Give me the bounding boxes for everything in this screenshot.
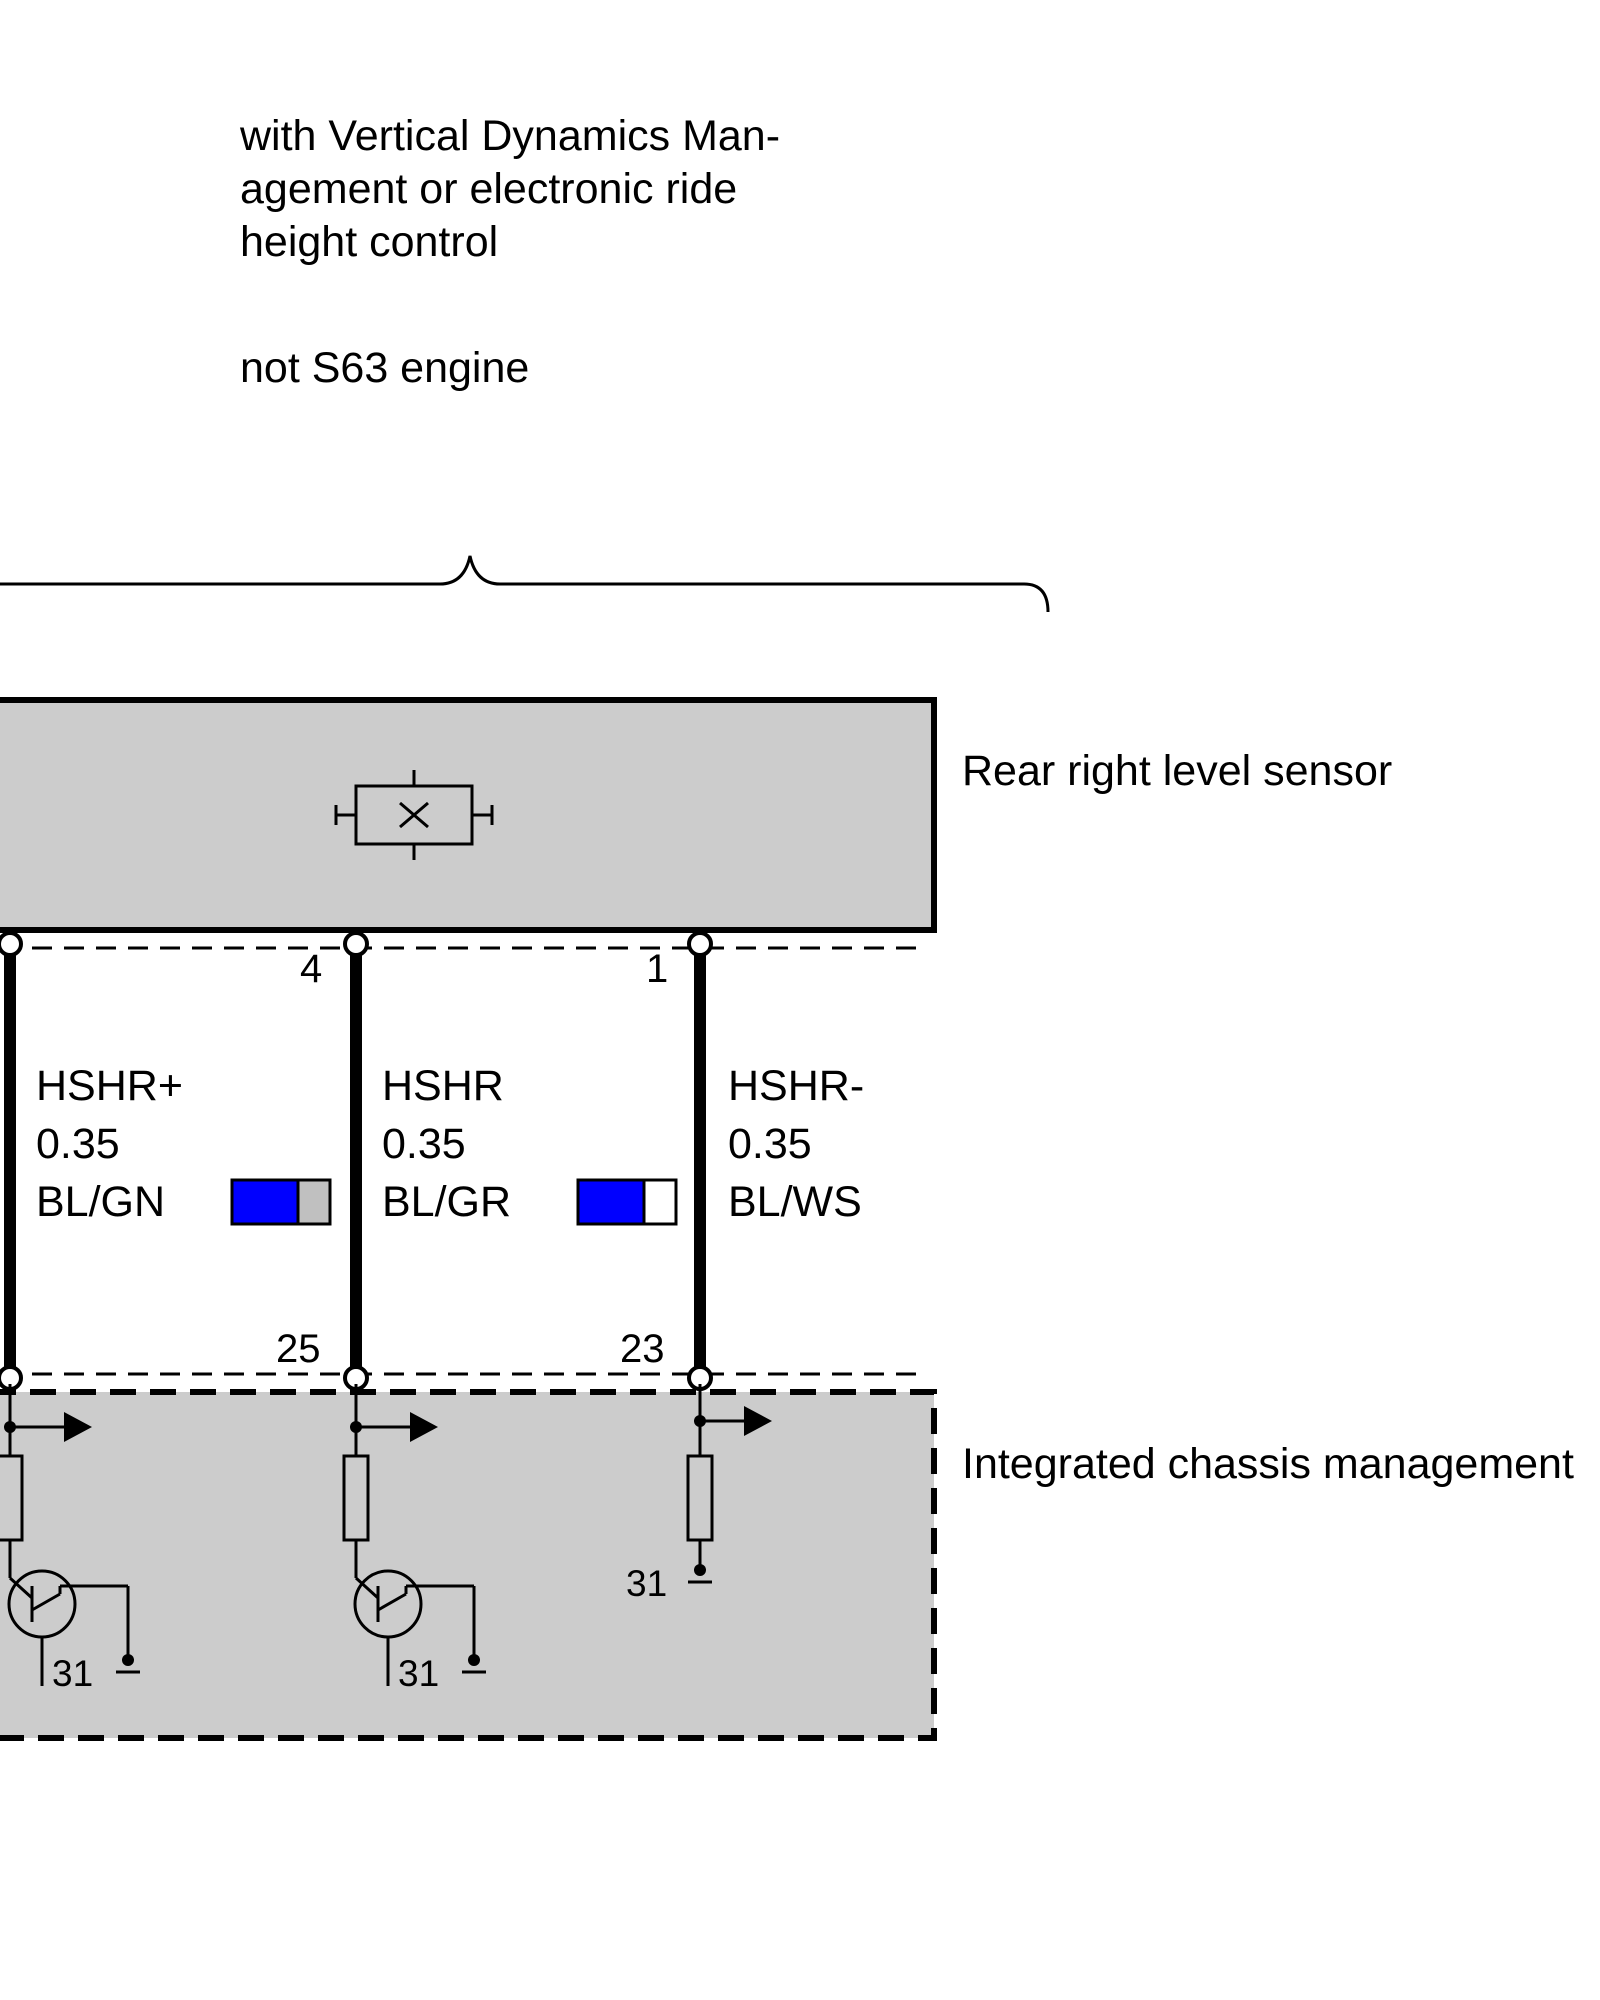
ecu-label: Integrated chassis management bbox=[962, 1440, 1574, 1488]
sensor-box bbox=[0, 697, 937, 933]
condition-note-line-1: with Vertical Dynamics Man- bbox=[239, 112, 780, 160]
wire-3-gauge: 0.35 bbox=[728, 1120, 812, 1168]
wire-color-swatch-bl-gn bbox=[230, 1178, 332, 1226]
pin-number-25: 25 bbox=[276, 1327, 321, 1371]
ecu-input-circuit-3 bbox=[686, 1384, 772, 1584]
wire-1-gauge: 0.35 bbox=[36, 1120, 120, 1168]
sensor-symbol-icon bbox=[334, 770, 494, 860]
pin-number-1: 1 bbox=[646, 947, 668, 991]
wire-1-color: BL/GN bbox=[36, 1178, 165, 1226]
pin-number-4: 4 bbox=[300, 947, 322, 991]
wire-color-swatch-bl-gr bbox=[576, 1178, 678, 1226]
wire-3-color: BL/WS bbox=[728, 1178, 862, 1226]
sensor-label: Rear right level sensor bbox=[962, 747, 1392, 795]
wire-2-color: BL/GR bbox=[382, 1178, 511, 1226]
wire-2-gauge: 0.35 bbox=[382, 1120, 466, 1168]
condition-note-line-2: agement or electronic ride bbox=[240, 165, 737, 213]
ground-label-3: 31 bbox=[626, 1563, 667, 1604]
condition-note-line-3: height control bbox=[240, 218, 498, 266]
pin-number-23: 23 bbox=[620, 1327, 665, 1371]
wire-2-signal: HSHR bbox=[382, 1062, 504, 1110]
ground-label-1: 31 bbox=[52, 1653, 93, 1694]
option-brace bbox=[0, 555, 1050, 613]
engine-note: not S63 engine bbox=[240, 344, 529, 392]
ecu-input-circuit-1 bbox=[0, 1384, 140, 1686]
terminal-marks-top bbox=[0, 931, 713, 957]
ecu-input-circuit-2 bbox=[342, 1384, 486, 1686]
ecu-box bbox=[0, 1389, 937, 1741]
ground-label-2: 31 bbox=[398, 1653, 439, 1694]
wire-3-signal: HSHR- bbox=[728, 1062, 864, 1110]
wire-1-signal: HSHR+ bbox=[36, 1062, 183, 1110]
